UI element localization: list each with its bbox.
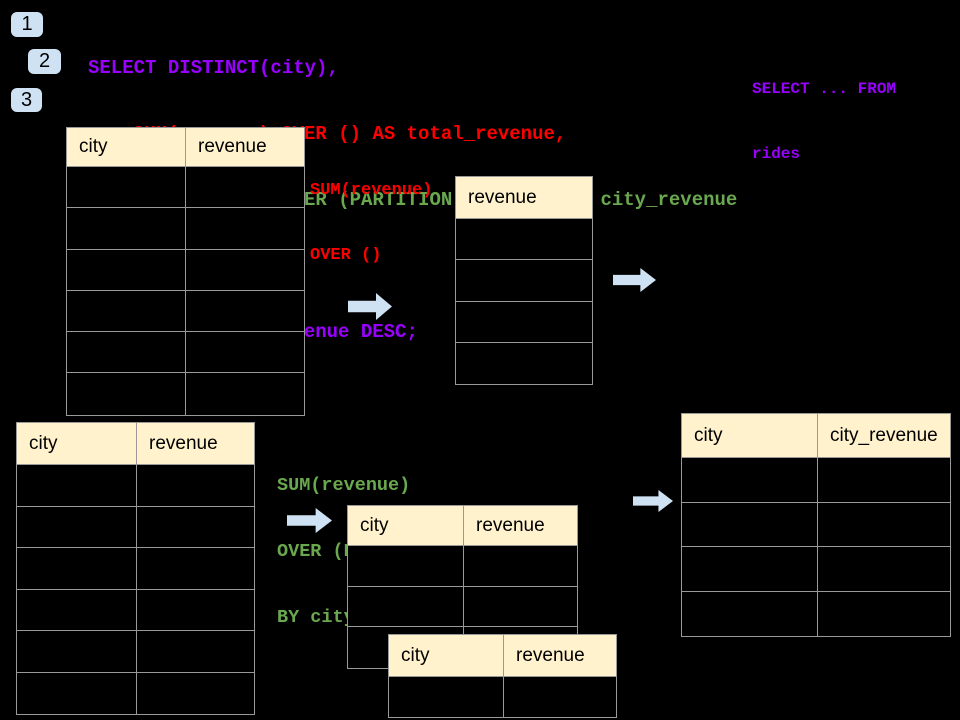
table-header-row: city revenue [17,423,254,465]
column-header-city: city [389,635,504,676]
column-header-revenue: revenue [198,136,267,157]
table-row [17,548,254,590]
table-row [682,591,950,636]
table-row [67,332,304,374]
column-header-city: city [682,414,818,457]
sql-line-select: SELECT DISTINCT(city), [88,57,339,79]
table-row [17,506,254,548]
table-city-revenue-result: city city_revenue [681,413,951,637]
table-row [17,631,254,673]
table-row [456,343,592,384]
column-header-city-revenue: city_revenue [830,424,938,446]
column-header-revenue: revenue [468,186,537,208]
table-row [17,589,254,631]
select-from-note: SELECT ... FROM rides [752,36,896,187]
table-header-row: city city_revenue [682,414,950,458]
arrow-right-icon [613,268,656,292]
table-row [67,373,304,415]
table-header-row: city revenue [67,128,304,167]
table-source-top: city revenue [66,127,305,416]
table-header-row: revenue [456,177,592,219]
table-row [17,465,254,507]
table-row [67,208,304,250]
column-header-revenue: revenue [476,514,545,536]
table-source-bottom: city revenue [16,422,255,715]
table-row [682,547,950,592]
table-row [67,249,304,291]
table-row [682,502,950,547]
table-row [67,290,304,333]
table-row [456,302,592,343]
step-badge-2: 2 [28,49,61,74]
table-row [17,672,254,714]
arrow-right-icon [633,490,673,512]
table-row [348,546,577,587]
note-line-1: SELECT ... FROM [752,80,897,98]
total-revenue-label: SUM(revenue) OVER () [310,181,433,265]
step-badge-1: 1 [11,12,43,37]
table-row [389,677,616,717]
table-partitioned-overlay: city revenue [388,634,617,718]
table-header-row: city revenue [389,635,616,677]
column-header-revenue: revenue [516,644,585,666]
arrow-right-icon [287,508,332,533]
table-total-revenue: revenue [455,176,593,386]
table-row [682,458,950,503]
table-row [456,260,592,302]
column-header-city: city [17,423,137,464]
table-row [67,167,304,209]
table-row [456,219,592,261]
arrow-right-icon [348,293,392,320]
note-line-2: rides [752,144,801,163]
column-header-city: city [348,506,464,545]
table-row [348,586,577,628]
step-badge-3: 3 [11,88,42,112]
column-header-revenue: revenue [149,432,218,454]
table-header-row: city revenue [348,506,577,546]
column-header-city: city [67,128,186,166]
